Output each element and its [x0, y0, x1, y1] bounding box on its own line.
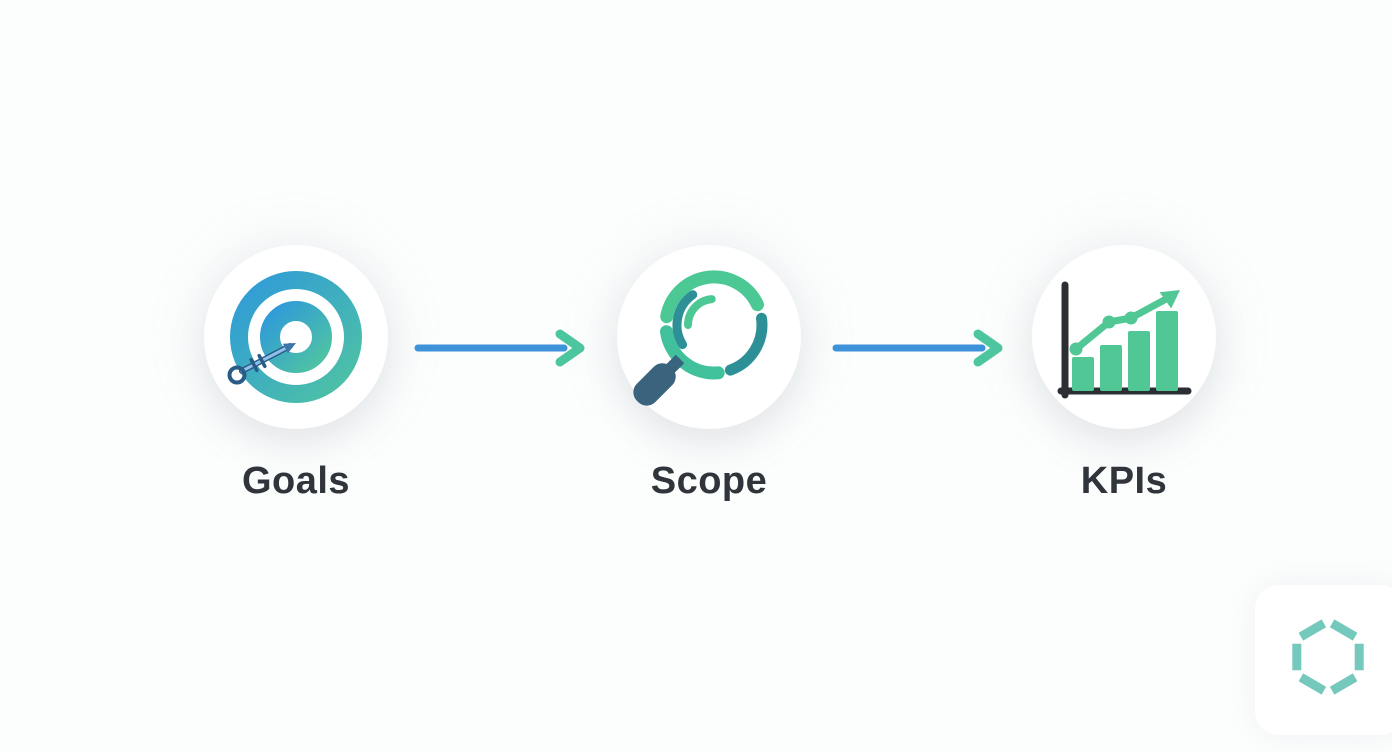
target-icon [204, 245, 388, 429]
arrow-right-icon [412, 328, 592, 373]
hexagon-logo-icon [1290, 616, 1370, 705]
arrow-right-icon [830, 328, 1010, 373]
step-kpis-label: KPIs [1080, 460, 1168, 502]
step-kpis-badge [1032, 245, 1216, 429]
step-goals-badge [204, 245, 388, 429]
step-scope-badge [617, 245, 801, 429]
magnifying-glass-icon [617, 245, 801, 429]
bar-chart-icon [1032, 245, 1216, 429]
logo-card [1255, 585, 1392, 735]
step-scope-label: Scope [650, 460, 768, 502]
step-goals-label: Goals [241, 460, 351, 502]
